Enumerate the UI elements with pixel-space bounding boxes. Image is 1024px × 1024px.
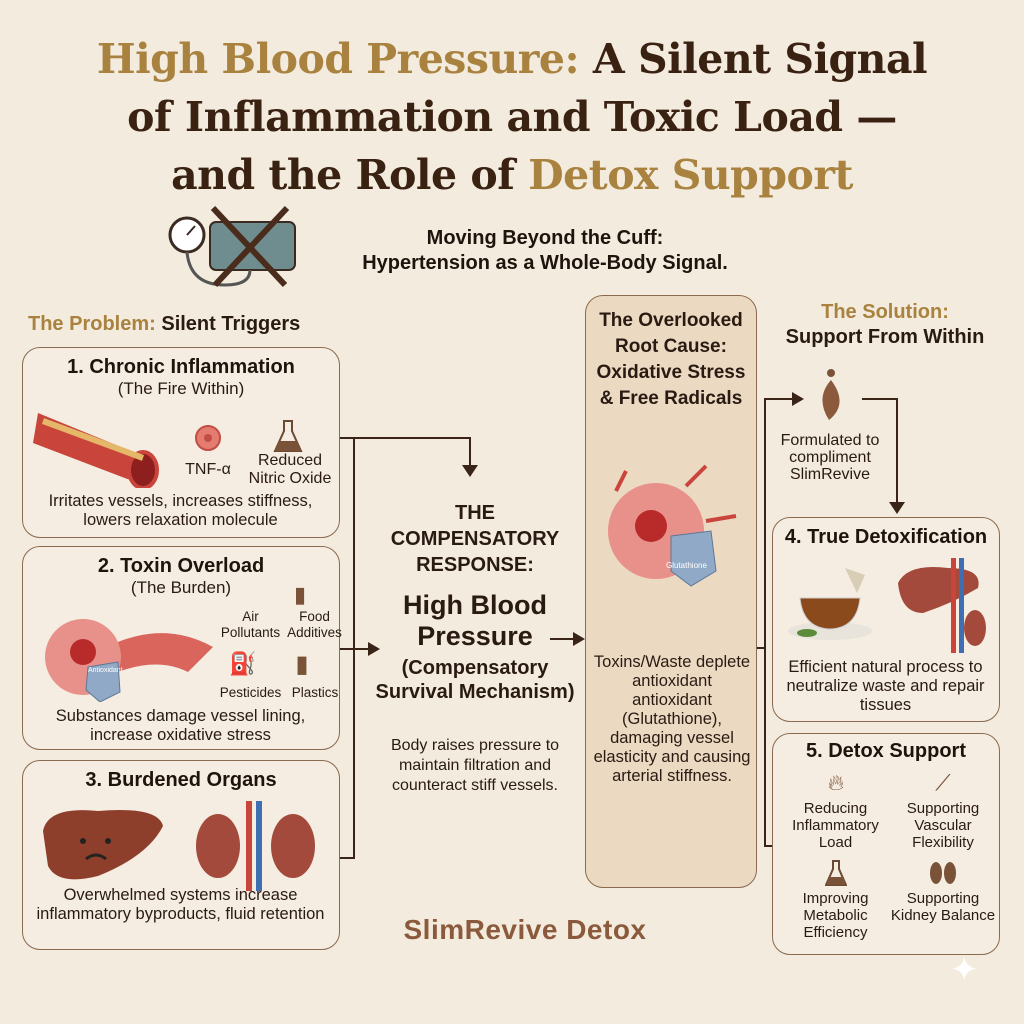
leaf-drop-logo-icon [822, 369, 840, 420]
response-description: Body raises pressure to maintain filtrat… [390, 737, 560, 794]
card-subtitle: (The Burden) [130, 578, 232, 597]
connector-line [550, 638, 575, 640]
support-item: Improving Metabolic Efficiency [802, 890, 869, 941]
food-additives-icon: ▮ [293, 582, 307, 607]
title-text: and the Role of [171, 151, 529, 199]
arrow-down-icon [462, 465, 478, 477]
root-cause-description: Toxins/Waste deplete antioxidant antioxi… [593, 653, 751, 785]
tnf-alpha-icon [188, 418, 228, 458]
connector-line [757, 647, 765, 649]
card-title: 1. Chronic Inflammation [67, 356, 295, 378]
compensatory-response: THE COMPENSATORY RESPONSE: High Blood Pr… [375, 500, 575, 796]
flask-icon [821, 858, 851, 888]
plastics-label: Plastics [291, 685, 339, 700]
antioxidant-shield-label: Antioxidant [88, 667, 123, 674]
support-item: Supporting Kidney Balance [890, 890, 996, 924]
subtitle-line1: Moving Beyond the Cuff: [426, 227, 664, 249]
artery-icon [33, 413, 159, 488]
card-description: Efficient natural process to neutralize … [786, 658, 985, 714]
air-pollutants-label: Air Pollutants [220, 609, 281, 640]
title-accent: Detox Support [528, 151, 853, 199]
response-heading: THE COMPENSATORY RESPONSE: [390, 502, 560, 576]
formulated-note: Formulated to compliment SlimRevive [780, 432, 880, 483]
connector-line [764, 845, 774, 847]
detox-support-card: 5. Detox Support 🔥︎ Reducing Inflammator… [772, 733, 1000, 955]
plastic-bottle-icon: ▮ [295, 650, 309, 678]
subtitle: Moving Beyond the Cuff: Hypertension as … [310, 226, 780, 276]
sad-liver-icon [43, 810, 163, 880]
title-line2: of Inflammation and Toxic Load — [127, 93, 897, 141]
burdened-organs-card: 3. Burdened Organs Overwhelmed systems i… [22, 760, 340, 950]
oxidized-cell-icon [608, 464, 737, 587]
subtitle-line2: Hypertension as a Whole-Body Signal. [362, 252, 728, 274]
pesticides-label: Pesticides [219, 685, 282, 700]
connector-line [764, 398, 794, 400]
kidneys-icon [196, 801, 315, 891]
flask-icon [268, 416, 308, 456]
solution-heading: The Solution: Support From Within [765, 300, 1005, 350]
chronic-inflammation-card: 1. Chronic Inflammation (The Fire Within… [22, 347, 340, 538]
card-description: Substances damage vessel lining, increas… [55, 707, 306, 744]
food-additives-label: Food Additives [287, 609, 342, 640]
problem-heading: The Problem: Silent Triggers [28, 312, 300, 337]
card-title: 4. True Detoxification [784, 526, 988, 548]
main-title: High Blood Pressure: A Silent Signal of … [0, 30, 1024, 204]
flame-icon: 🔥︎ [827, 770, 845, 795]
arrow-down-icon [889, 502, 905, 514]
problem-label: The Problem: [28, 313, 156, 335]
nitric-oxide-label: Reduced Nitric Oxide [248, 452, 332, 487]
tea-cup-icon [788, 568, 872, 640]
connector-line [469, 437, 471, 467]
glutathione-shield-label: Glutathione [666, 561, 707, 570]
response-subtitle: (Compensatory Survival Mechanism) [375, 657, 575, 703]
connector-line [353, 437, 355, 857]
spray-bottle-icon: ⛽ [229, 651, 257, 676]
card-description: Irritates vessels, increases stiffness, … [48, 492, 313, 529]
tnf-alpha-label: TNF-α [185, 461, 231, 478]
connector-line [340, 648, 370, 650]
card-subtitle: (The Fire Within) [117, 379, 245, 398]
support-item: Supporting Vascular Flexibility [906, 800, 980, 851]
response-main: High Blood Pressure [403, 590, 547, 651]
crossed-blood-pressure-cuff-icon [168, 205, 296, 288]
connector-line [764, 398, 766, 845]
root-cause-panel: The Overlooked Root Cause: Oxidative Str… [585, 295, 757, 888]
damaged-cell-icon [45, 619, 213, 702]
solution-label: The Solution: [821, 301, 949, 323]
root-cause-title: The Overlooked Root Cause: Oxidative Str… [596, 310, 746, 409]
card-description: Overwhelmed systems increase inflammator… [36, 886, 325, 923]
card-title: 3. Burdened Organs [85, 769, 277, 791]
card-title: 5. Detox Support [805, 740, 966, 762]
liver-kidney-icon [898, 558, 986, 653]
title-accent: High Blood Pressure: [96, 35, 580, 83]
card-title: 2. Toxin Overload [97, 555, 265, 577]
sparkle-icon: ✦ [950, 951, 979, 989]
brand-name: SlimRevive Detox [403, 914, 647, 945]
connector-line [862, 398, 897, 400]
toxin-overload-card: 2. Toxin Overload (The Burden) Antioxida… [22, 546, 342, 750]
true-detox-card: 4. True Detoxification Efficient natural… [772, 517, 1000, 722]
arrow-right-icon [792, 392, 804, 406]
connector-line [340, 437, 470, 439]
connector-line [896, 398, 898, 503]
support-item: Reducing Inflammatory Load [792, 800, 879, 851]
solution-label-rest: Support From Within [785, 326, 985, 348]
problem-label-rest: Silent Triggers [155, 313, 301, 335]
kidney-icon [928, 858, 958, 888]
title-text: A Silent Signal [579, 35, 928, 83]
arrow-right-icon [573, 632, 585, 646]
vessel-icon: ⟋ [935, 770, 951, 795]
connector-line [340, 857, 355, 859]
arrow-right-icon [368, 642, 380, 656]
